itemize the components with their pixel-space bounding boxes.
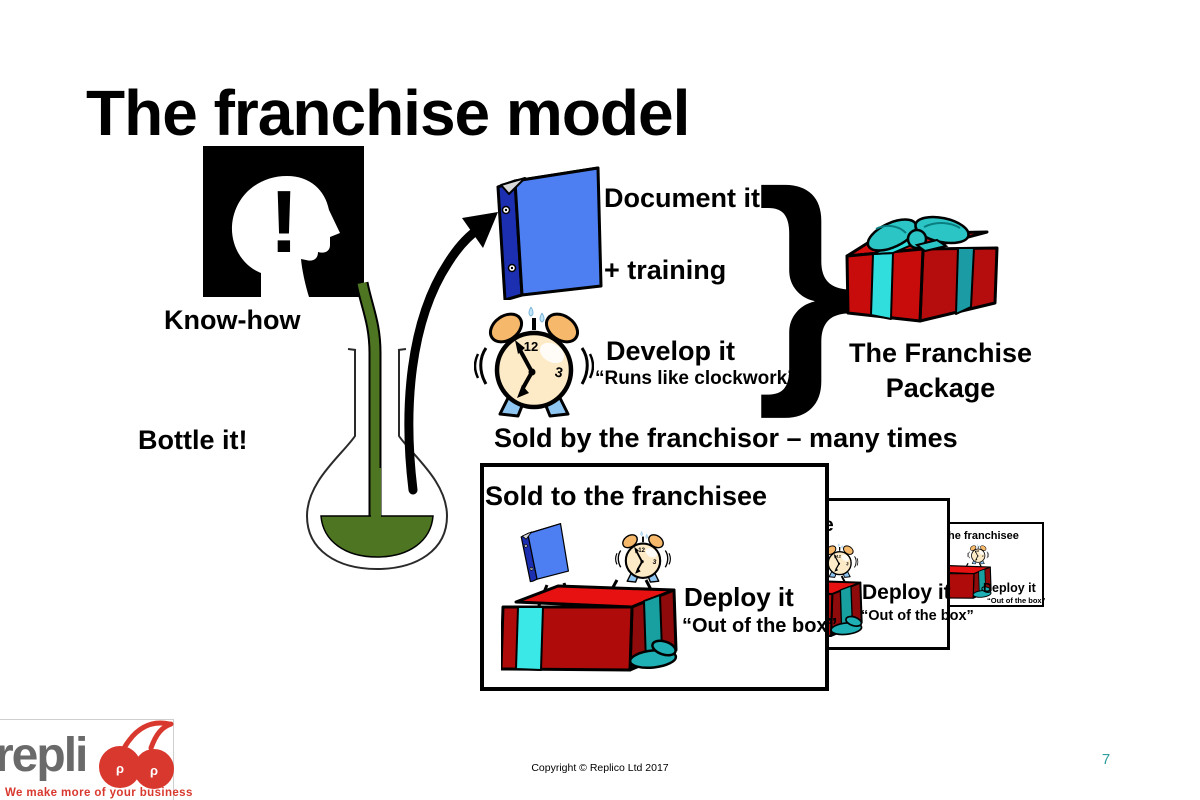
outofbox-quote: “Out of the box” — [861, 608, 974, 624]
franchisee-title: Sold to the franchisee — [485, 481, 768, 511]
deploy-label: Deploy it — [983, 581, 1036, 595]
copyright-text: Copyright © Replico Ltd 2017 — [531, 762, 669, 774]
outofbox-quote: “Out of the box” — [682, 615, 838, 637]
bottle-label: Bottle it! — [138, 425, 248, 455]
outofbox-quote: “Out of the box” — [987, 596, 1046, 605]
cherries-icon — [93, 718, 179, 792]
gift-box-icon — [828, 183, 1008, 328]
brace-glyph: } — [756, 140, 854, 419]
deploy-scene-icon — [501, 523, 681, 676]
binder-icon — [492, 160, 605, 300]
deploy-label: Deploy it — [862, 581, 951, 604]
logo-wordmark: repli — [0, 729, 88, 782]
knowhow-head-icon — [203, 146, 364, 297]
franchisor-caption: Sold by the franchisor – many times — [494, 423, 958, 453]
develop-label: Develop it — [606, 336, 736, 366]
clockwork-quote: “Runs like clockwork” — [595, 368, 797, 389]
franchisee-box-front: Sold to the franchisee Deploy it “Out of… — [480, 463, 838, 691]
deploy-label: Deploy it — [684, 582, 794, 612]
knowhow-label: Know-how — [164, 305, 301, 335]
logo-box: repli We make more of your business — [0, 719, 192, 800]
logo-tagline: We make more of your business — [5, 787, 193, 799]
document-label: Document it — [604, 183, 761, 213]
alarm-clock-icon — [474, 306, 594, 418]
slide-title: The franchise model — [86, 77, 690, 149]
page-number: 7 — [1101, 751, 1111, 768]
training-label: + training — [604, 255, 727, 285]
franchise-package-label: The Franchise Package — [848, 338, 1033, 404]
